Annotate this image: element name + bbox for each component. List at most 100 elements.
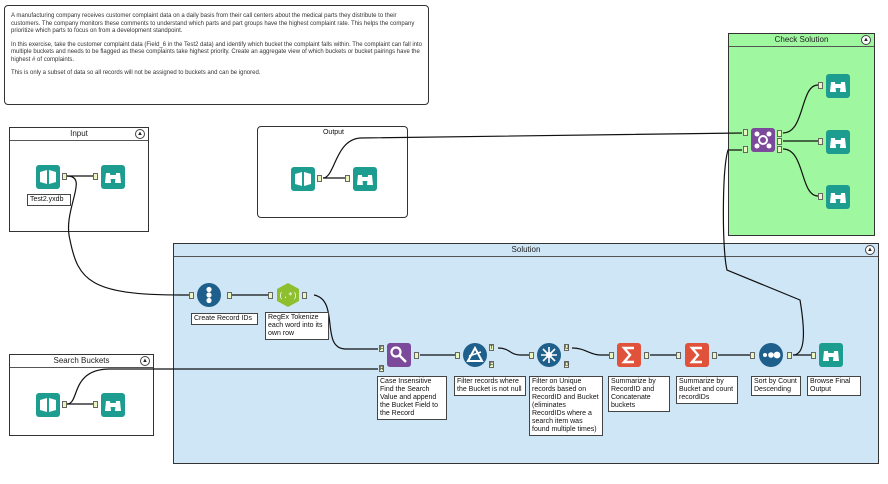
container-title-bar[interactable]: Solution ▲ (174, 244, 878, 257)
record-id-tool[interactable] (197, 283, 221, 307)
filter-tool[interactable] (463, 343, 487, 367)
container-title-bar[interactable]: Check Solution ▲ (729, 34, 874, 47)
filter-icon (463, 343, 487, 367)
regex-icon: (.*) (277, 283, 299, 307)
replace-anchor[interactable]: R (379, 365, 384, 372)
comment-paragraph-3: This is only a subset of data so all rec… (11, 70, 261, 76)
unique-anchor[interactable]: U (564, 344, 569, 351)
input-data-tool[interactable] (36, 165, 60, 189)
regex-label: RegEx Tokenize each word into its own ro… (265, 312, 329, 340)
output-anchor[interactable] (302, 292, 307, 299)
duplicate-anchor[interactable]: D (564, 361, 569, 368)
find-anchor[interactable]: F (379, 345, 384, 352)
collapse-icon[interactable]: ▲ (140, 356, 150, 366)
container-title-bar[interactable]: Input ▲ (10, 128, 148, 141)
svg-text:(.*): (.*) (278, 291, 297, 300)
workflow-comment[interactable]: A manufacturing company receives custome… (4, 5, 429, 105)
output-anchor[interactable] (414, 352, 419, 359)
false-anchor[interactable]: F (489, 361, 494, 368)
input-anchor[interactable] (529, 352, 534, 359)
output-anchor[interactable] (62, 173, 67, 180)
input-file-label: Test2.yxdb (27, 194, 71, 206)
input-anchor[interactable] (189, 292, 194, 299)
left-input-anchor[interactable] (743, 129, 748, 136)
unique-label: Filter on Unique records based on Record… (529, 376, 603, 436)
input-anchor[interactable] (811, 352, 816, 359)
input-anchor[interactable] (93, 173, 98, 180)
find-replace-label: Case Insensitive Find the Search Value a… (377, 376, 447, 420)
book-icon (36, 393, 60, 417)
summarize-tool[interactable] (617, 343, 641, 367)
input-anchor[interactable] (818, 138, 823, 145)
input-container[interactable]: Input ▲ (9, 127, 149, 232)
binoculars-icon (826, 74, 850, 98)
collapse-icon[interactable]: ▲ (135, 129, 145, 139)
input-data-tool[interactable] (291, 167, 315, 191)
input-anchor[interactable] (455, 352, 460, 359)
input-anchor[interactable] (818, 193, 823, 200)
input-anchor[interactable] (93, 401, 98, 408)
join-output-anchor[interactable] (777, 130, 782, 137)
find-replace-icon (387, 343, 411, 367)
browse-tool[interactable] (826, 74, 850, 98)
browse-tool[interactable] (353, 167, 377, 191)
collapse-icon[interactable]: ▲ (861, 35, 871, 45)
browse-tool[interactable] (826, 130, 850, 154)
input-anchor[interactable] (676, 352, 681, 359)
input-anchor[interactable] (345, 175, 350, 182)
solution-title: Solution (511, 245, 541, 254)
binoculars-icon (101, 165, 125, 189)
join-output-anchor[interactable] (777, 138, 782, 145)
input-anchor[interactable] (268, 292, 273, 299)
input-data-tool[interactable] (36, 393, 60, 417)
output-anchor[interactable] (317, 175, 322, 182)
collapse-icon[interactable]: ▲ (865, 245, 875, 255)
sort-label: Sort by Count Descending (751, 376, 801, 396)
output-container[interactable]: Output (257, 126, 408, 218)
output-anchor[interactable] (227, 292, 232, 299)
browse-tool[interactable] (826, 185, 850, 209)
input-anchor[interactable] (818, 82, 823, 89)
summarize-tool[interactable] (685, 343, 709, 367)
binoculars-icon (826, 130, 850, 154)
summarize-2-label: Summarize by Bucket and count recordIDs (676, 376, 738, 404)
binoculars-icon (819, 343, 843, 367)
binoculars-icon (826, 185, 850, 209)
unique-icon (537, 343, 561, 367)
comment-paragraph-1: A manufacturing company receives custome… (11, 13, 415, 34)
right-input-anchor[interactable] (743, 146, 748, 153)
binoculars-icon (101, 393, 125, 417)
output-anchor[interactable] (787, 352, 792, 359)
output-anchor[interactable] (644, 352, 649, 359)
regex-tool[interactable]: (.*) (276, 283, 300, 307)
record-id-icon (197, 283, 221, 307)
find-replace-tool[interactable] (387, 343, 411, 367)
browse-final-label: Browse Final Output (807, 376, 861, 396)
join-output-anchor[interactable] (777, 146, 782, 153)
unique-tool[interactable] (537, 343, 561, 367)
input-container-title: Input (70, 129, 88, 138)
record-id-label: Create Record IDs (191, 313, 258, 325)
browse-tool[interactable] (101, 393, 125, 417)
search-buckets-container[interactable]: Search Buckets ▲ (9, 354, 154, 436)
search-buckets-title: Search Buckets (53, 356, 110, 365)
filter-label: Filter records where the Bucket is not n… (454, 376, 526, 396)
output-anchor[interactable] (712, 352, 717, 359)
sort-icon (759, 343, 783, 367)
input-anchor[interactable] (750, 352, 755, 359)
sigma-icon (617, 343, 641, 367)
output-anchor[interactable] (62, 401, 67, 408)
browse-tool[interactable] (101, 165, 125, 189)
input-anchor[interactable] (609, 352, 614, 359)
browse-tool[interactable] (819, 343, 843, 367)
join-tool[interactable] (751, 128, 775, 152)
true-anchor[interactable]: T (489, 344, 494, 351)
sort-tool[interactable] (759, 343, 783, 367)
comment-paragraph-2: In this exercise, take the customer comp… (11, 41, 422, 63)
check-solution-title: Check Solution (774, 35, 829, 44)
join-icon (751, 128, 775, 152)
container-title-bar[interactable]: Search Buckets ▲ (10, 355, 153, 368)
sigma-icon (685, 343, 709, 367)
summarize-1-label: Summarize by RecordID and Concatenate bu… (608, 376, 670, 412)
binoculars-icon (353, 167, 377, 191)
